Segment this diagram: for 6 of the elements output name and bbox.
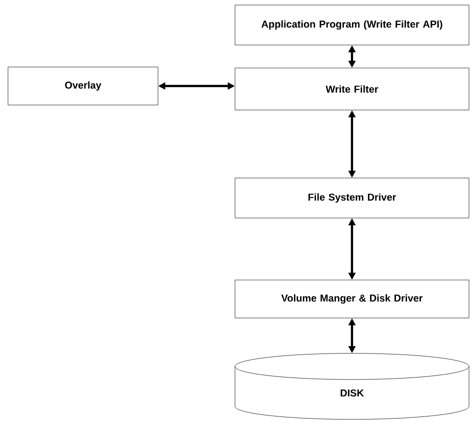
process-box: Application Program (Write Filter API) <box>234 4 470 46</box>
process-box: Volume Manger & Disk Driver <box>234 280 470 318</box>
process-box: File System Driver <box>234 178 470 218</box>
process-box: Overlay <box>8 66 158 106</box>
disk-cylinder: DISK <box>234 353 470 420</box>
process-box: Write Filter <box>234 68 470 110</box>
